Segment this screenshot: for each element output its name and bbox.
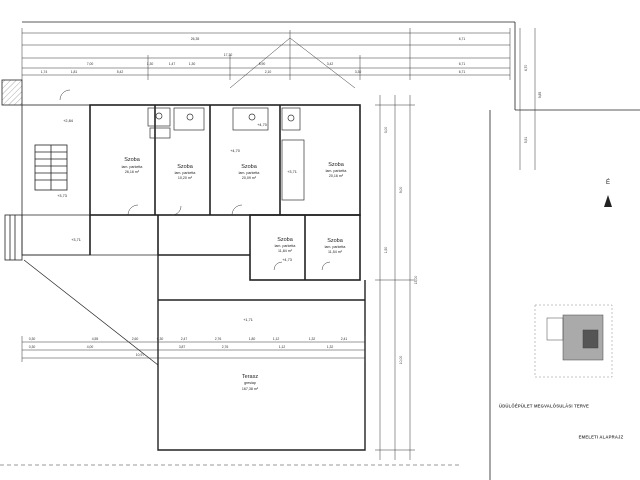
room-floor: lam. parketta [274, 244, 296, 248]
dimension-row3: 2,10 [264, 70, 272, 74]
dimension-bottom-row2: 4,00 [86, 345, 94, 349]
dimension-row2: 6,71 [458, 62, 466, 66]
dimension-bottom-row1: 0,30 [156, 337, 164, 341]
dimension-row2: 1,30 [146, 62, 154, 66]
dimension-bottom-row1: 1,32 [308, 337, 316, 341]
dimension-side-vertical: 3,00 [384, 126, 388, 134]
dimension-bottom-row1: 2,76 [214, 337, 222, 341]
room-name: Szoba [241, 164, 257, 170]
main-walls [89, 104, 361, 281]
north-arrow-icon [604, 195, 612, 207]
elevation-mark: +4,70 [230, 149, 240, 153]
dimension-bottom-row1: 1,80 [248, 337, 256, 341]
dimension-bottom-row2: 3,87 [178, 345, 186, 349]
dimension-bottom-row1: 2,41 [340, 337, 348, 341]
bathroom-blocks [147, 107, 305, 201]
dimension-right-vertical: 4,70 [524, 64, 528, 72]
room-floor: greslap [244, 381, 256, 385]
elevation-mark: +3,71 [287, 170, 297, 174]
room-floor: lam. parketta [121, 165, 143, 169]
dimension-bottom-row1: 1,12 [272, 337, 280, 341]
elevation-mark: +4,73 [282, 258, 292, 262]
right-dimension-lines [375, 28, 536, 460]
dimension-bottom-row2: 0,30 [28, 345, 36, 349]
bottom-dimension-lines [0, 336, 460, 466]
site-plan-inset [534, 304, 613, 378]
elevation-mark: +2,84 [63, 119, 73, 123]
dimension-bottom-row2: 2,76 [221, 345, 229, 349]
dimension-bottom-row3: 10,97 [135, 353, 145, 357]
elevation-mark: +4,70 [257, 123, 267, 127]
dimension-row3: 1,74 [40, 70, 48, 74]
dimension-bottom-row2: 1,12 [278, 345, 286, 349]
dimension-row3: 5,42 [116, 70, 124, 74]
dimension-side-vertical: 1,50 [384, 246, 388, 254]
terrace [23, 254, 366, 451]
room-area: 167,38 m² [241, 387, 259, 391]
dimension-bottom-row1: 2,47 [180, 337, 188, 341]
room-name: Terasz [241, 374, 259, 380]
dimension-top-right: 6,71 [458, 37, 466, 41]
dimension-row2: 1,30 [188, 62, 196, 66]
door-swings [59, 89, 331, 271]
room-floor: lam. parketta [238, 171, 260, 175]
room-area: 11,84 m² [278, 249, 292, 253]
sheet-title-note: EMELETI ALAPRAJZ [578, 434, 624, 440]
dimension-row2: 8,90 [258, 62, 266, 66]
dimension-row2: 1,47 [168, 62, 176, 66]
north-label: É [605, 180, 611, 186]
dimension-row3: 6,71 [458, 70, 466, 74]
room-name: Szoba [277, 237, 293, 243]
project-title-note: ÜDÜLŐÉPÜLET MEGVALÓSULÁSI TERVE [498, 403, 590, 409]
dimension-right-vertical: 9,85 [538, 91, 542, 99]
top-dimension-lines [21, 28, 511, 89]
room-name: Szoba [327, 238, 343, 244]
dimension-side-vertical: 10,00 [399, 355, 403, 365]
dimension-row2: 3,42 [326, 62, 334, 66]
dimension-bottom-row1: 4,55 [91, 337, 99, 341]
room-floor: lam. parketta [174, 171, 196, 175]
dimension-top-mid: 17,30 [223, 53, 233, 57]
room-floor: lam. parketta [324, 245, 346, 249]
room-area: 11,54 m² [328, 250, 342, 254]
dimension-right-vertical: 5,51 [524, 136, 528, 144]
dimension-side-vertical: 15,00 [414, 275, 418, 285]
room-area: 10,20 m² [177, 176, 193, 180]
dimension-row3: 1,81 [70, 70, 78, 74]
elevation-mark: +1,71 [243, 318, 253, 322]
page-frame [22, 21, 640, 480]
room-name: Szoba [124, 157, 140, 163]
dimension-bottom-row1: 2,60 [131, 337, 139, 341]
dimension-bottom-row2: 1,32 [326, 345, 334, 349]
room-area: 20,16 m² [328, 174, 344, 178]
room-name: Szoba [177, 164, 193, 170]
room-floor: lam. parketta [325, 169, 347, 173]
room-area: 20,09 m² [241, 176, 257, 180]
dimension-row2: 7,00 [86, 62, 94, 66]
elevation-mark: +3,73 [57, 194, 67, 198]
room-area: 26,16 m² [124, 170, 140, 174]
elevation-mark: +3,71 [71, 238, 81, 242]
dimension-row3: 3,30 [354, 70, 362, 74]
dimension-bottom-row1: 0,30 [28, 337, 36, 341]
dimension-side-vertical: 9,00 [399, 186, 403, 194]
room-name: Szoba [328, 162, 344, 168]
dimension-top-overall: 26,35 [190, 37, 200, 41]
